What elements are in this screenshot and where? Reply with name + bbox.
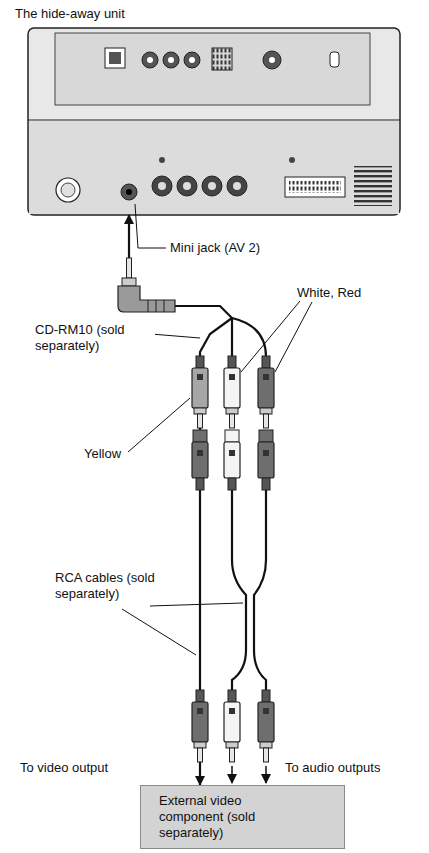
rear-connectors <box>105 48 339 70</box>
leader-line <box>128 398 190 452</box>
hide-away-unit <box>28 28 400 215</box>
hide-away-unit <box>29 121 399 214</box>
leader-line <box>275 302 312 372</box>
output-arrow <box>231 766 233 783</box>
hide-away-unit <box>28 119 400 120</box>
callout-label: To video output <box>18 760 110 776</box>
mini-plug <box>118 286 175 312</box>
callout-label: RCA cables (sold separately) <box>53 570 175 602</box>
mini-plug <box>156 300 157 312</box>
rear-connectors <box>109 52 121 64</box>
front-connectors <box>354 166 392 206</box>
front-connectors <box>56 157 392 206</box>
rca-plug <box>258 690 274 762</box>
component-box: External video component (sold separatel… <box>140 785 345 849</box>
rca-plug <box>192 430 208 490</box>
leader-line <box>241 301 300 372</box>
rear-connectors <box>147 57 153 63</box>
front-connectors <box>56 178 80 202</box>
callout-label: White, Red <box>295 285 363 301</box>
callout-label: CD-RM10 (sold separately) <box>33 322 155 354</box>
leader-line <box>122 609 196 655</box>
front-connectors <box>159 157 165 163</box>
front-connectors <box>121 184 137 200</box>
leader-line <box>135 204 166 248</box>
rca-plug <box>258 430 274 490</box>
rear-connectors <box>105 48 125 68</box>
front-connectors <box>227 176 247 196</box>
front-connectors <box>285 177 345 197</box>
hide-away-unit <box>55 33 370 105</box>
front-connectors <box>202 176 222 196</box>
mini-plug <box>122 278 136 286</box>
callout-label: Yellow <box>82 446 123 462</box>
node-text: External video component (sold separatel… <box>159 793 279 841</box>
rca-plug <box>192 356 274 762</box>
insertion-arrow <box>124 214 134 224</box>
rca-plug <box>224 430 240 490</box>
rca-plug <box>192 690 208 762</box>
mini-plug <box>118 258 175 312</box>
rca-plug <box>224 356 240 428</box>
cable <box>232 490 246 691</box>
front-connectors <box>177 176 197 196</box>
cable <box>254 490 266 691</box>
rear-connectors <box>168 57 174 63</box>
rear-connectors <box>189 57 195 63</box>
callout-label: Mini jack (AV 2) <box>168 240 262 256</box>
rear-connectors <box>263 51 281 69</box>
callout-label: To audio outputs <box>283 760 382 776</box>
front-connectors <box>289 181 341 193</box>
rear-connectors <box>184 52 200 68</box>
rear-connectors <box>163 52 179 68</box>
rca-plug <box>192 356 208 428</box>
rear-connectors <box>212 48 232 70</box>
rear-connectors <box>269 57 275 63</box>
front-connectors <box>61 183 75 197</box>
mini-plug <box>148 300 149 312</box>
front-connectors <box>126 189 132 195</box>
leader-line <box>150 603 243 606</box>
rca-plug <box>224 690 240 762</box>
output-arrow <box>232 766 266 783</box>
hide-away-unit <box>28 28 400 215</box>
cable <box>231 318 233 357</box>
insertion-arrow <box>124 214 134 224</box>
rear-connectors <box>142 52 158 68</box>
rca-plug <box>258 356 274 428</box>
front-connectors <box>183 182 191 190</box>
mini-plug <box>164 300 165 312</box>
front-connectors <box>152 176 172 196</box>
node-text: The hide-away unit <box>15 6 414 22</box>
front-connectors <box>289 157 295 163</box>
mini-plug <box>127 258 132 278</box>
rear-connectors <box>330 52 339 67</box>
front-connectors <box>233 182 241 190</box>
front-connectors <box>158 182 166 190</box>
unit-heading: The hide-away unit <box>0 0 429 215</box>
cable <box>232 318 266 357</box>
output-arrow <box>265 766 267 783</box>
front-connectors <box>208 182 216 190</box>
